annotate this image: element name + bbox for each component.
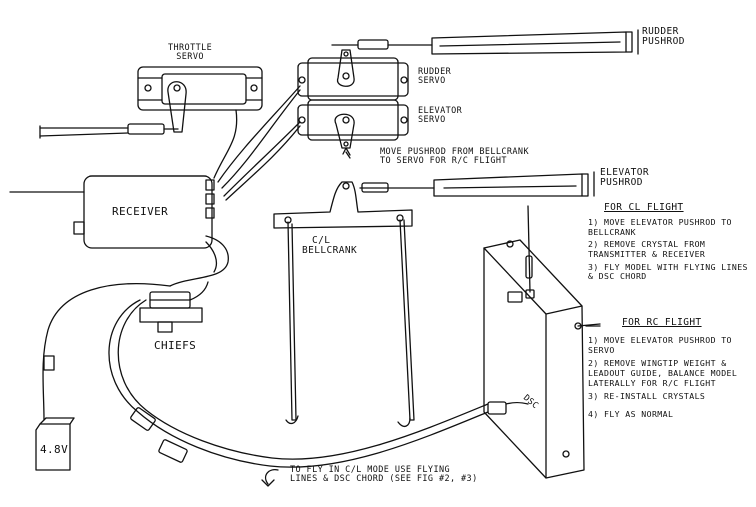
- elevator-pushrod-label: ELEVATOR PUSHROD: [600, 167, 649, 188]
- move-pushrod-note: MOVE PUSHROD FROM BELLCRANK TO SERVO FOR…: [380, 147, 529, 166]
- rudder-pushrod: [331, 29, 639, 55]
- cl-flight-step: 3) FLY MODEL WITH FLYING LINES & DSC CHO…: [588, 261, 748, 282]
- throttle-servo-label: THROTTLE SERVO: [168, 43, 213, 62]
- battery-label: 4.8V: [40, 443, 69, 456]
- rc-flight-step: 1) MOVE ELEVATOR PUSHROD TO SERVO: [588, 334, 732, 355]
- cl-bellcrank: [273, 181, 415, 427]
- cl-flight-step: 2) REMOVE CRYSTAL FROM TRANSMITTER & REC…: [588, 239, 706, 259]
- rc-flight-instructions: FOR RC FLIGHT 1) MOVE ELEVATOR PUSHROD T…: [588, 318, 748, 420]
- leader-arrows: [261, 325, 601, 487]
- cl-flight-instructions: FOR CL FLIGHT 1) MOVE ELEVATOR PUSHROD T…: [588, 203, 748, 282]
- dsc-box: [483, 205, 601, 479]
- cl-flight-step: 1) MOVE ELEVATOR PUSHROD TO BELLCRANK: [588, 216, 732, 237]
- battery-pack: [35, 283, 171, 471]
- rc-flight-step: 3) RE-INSTALL CRYSTALS: [588, 391, 706, 402]
- cl-flight-title: FOR CL FLIGHT: [604, 202, 684, 213]
- elevator-servo: [297, 99, 409, 159]
- elevator-pushrod: [359, 171, 595, 197]
- servo-wires: [213, 85, 301, 201]
- receiver-unit: [9, 175, 229, 287]
- elevator-servo-label: ELEVATOR SERVO: [418, 106, 463, 125]
- rudder-pushrod-label: RUDDER PUSHROD: [642, 26, 685, 47]
- cl-bellcrank-label: C/L BELLCRANK: [302, 235, 358, 256]
- dsc-cable: [108, 299, 529, 468]
- rudder-servo-label: RUDDER SERVO: [418, 67, 452, 86]
- rc-flight-step: 4) FLY AS NORMAL: [588, 409, 674, 419]
- chiefs-label: CHIEFS: [154, 339, 197, 352]
- throttle-servo: [39, 66, 263, 139]
- bottom-note: TO FLY IN C/L MODE USE FLYING LINES & DS…: [290, 465, 478, 484]
- rc-flight-title: FOR RC FLIGHT: [622, 317, 702, 328]
- receiver-label: RECEIVER: [112, 205, 169, 218]
- rc-flight-step: 2) REMOVE WINGTIP WEIGHT & LEADOUT GUIDE…: [588, 358, 738, 388]
- chiefs-switch: [139, 281, 209, 333]
- rudder-servo: [297, 49, 409, 101]
